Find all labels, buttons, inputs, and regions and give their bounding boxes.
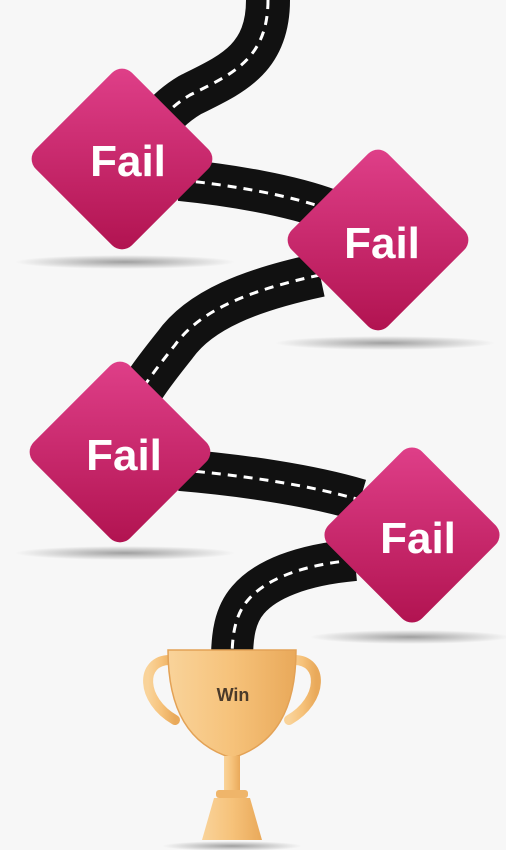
road (130, 0, 360, 660)
fail-node-4-label: Fail (380, 514, 456, 563)
fail-node-1-label: Fail (90, 137, 166, 186)
shadow-node-3 (15, 546, 235, 560)
fail-node-3: Fail (24, 356, 216, 548)
trophy-base (202, 798, 262, 840)
shadow-node-2 (275, 336, 495, 350)
shadow-trophy (162, 841, 302, 850)
shadow-node-4 (310, 630, 506, 644)
shadow-node-1 (15, 255, 235, 269)
road-segment-4-win (232, 560, 355, 660)
road-segment-1-2 (180, 180, 330, 210)
fail-node-2: Fail (282, 144, 474, 336)
fail-node-3-label: Fail (86, 431, 162, 480)
trophy: Win (148, 650, 316, 840)
fail-node-4: Fail (319, 442, 506, 629)
trophy-stem-ring (216, 790, 248, 798)
fail-node-2-label: Fail (344, 219, 420, 268)
road-segment-3-4 (180, 470, 360, 500)
trophy-label: Win (217, 685, 250, 705)
